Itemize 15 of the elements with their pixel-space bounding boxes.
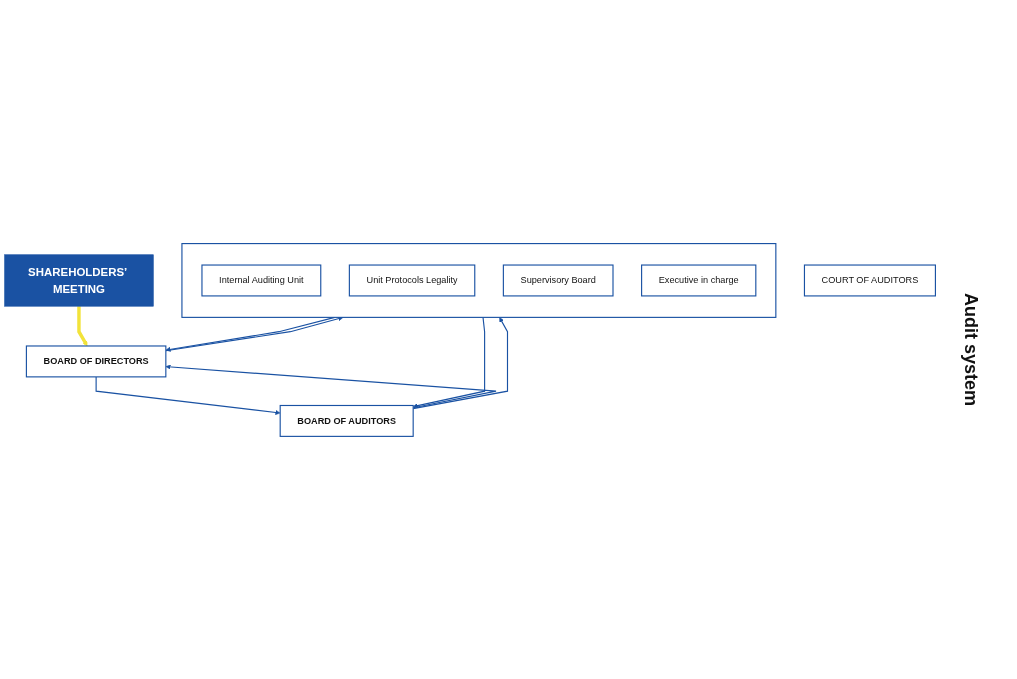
arrow xyxy=(165,363,497,408)
node-box: Internal Auditing Unit xyxy=(201,264,322,296)
node-box: SHAREHOLDERS’ MEETING xyxy=(4,253,154,307)
bracket-label: Audit system xyxy=(960,293,981,407)
arrow xyxy=(77,305,88,346)
node-box: Supervisory Board xyxy=(502,264,614,296)
node-box: COURT OF AUDITORS xyxy=(803,264,936,296)
node-box: Executive in charge xyxy=(641,264,757,296)
arrow xyxy=(95,375,281,415)
node-box: Unit Protocols Legality xyxy=(348,264,476,296)
arrow xyxy=(412,316,486,408)
cluster xyxy=(181,242,777,318)
node-box: BOARD OF AUDITORS xyxy=(279,404,414,437)
arrow xyxy=(412,316,509,409)
node-box: BOARD OF DIRECTORS xyxy=(25,344,167,377)
